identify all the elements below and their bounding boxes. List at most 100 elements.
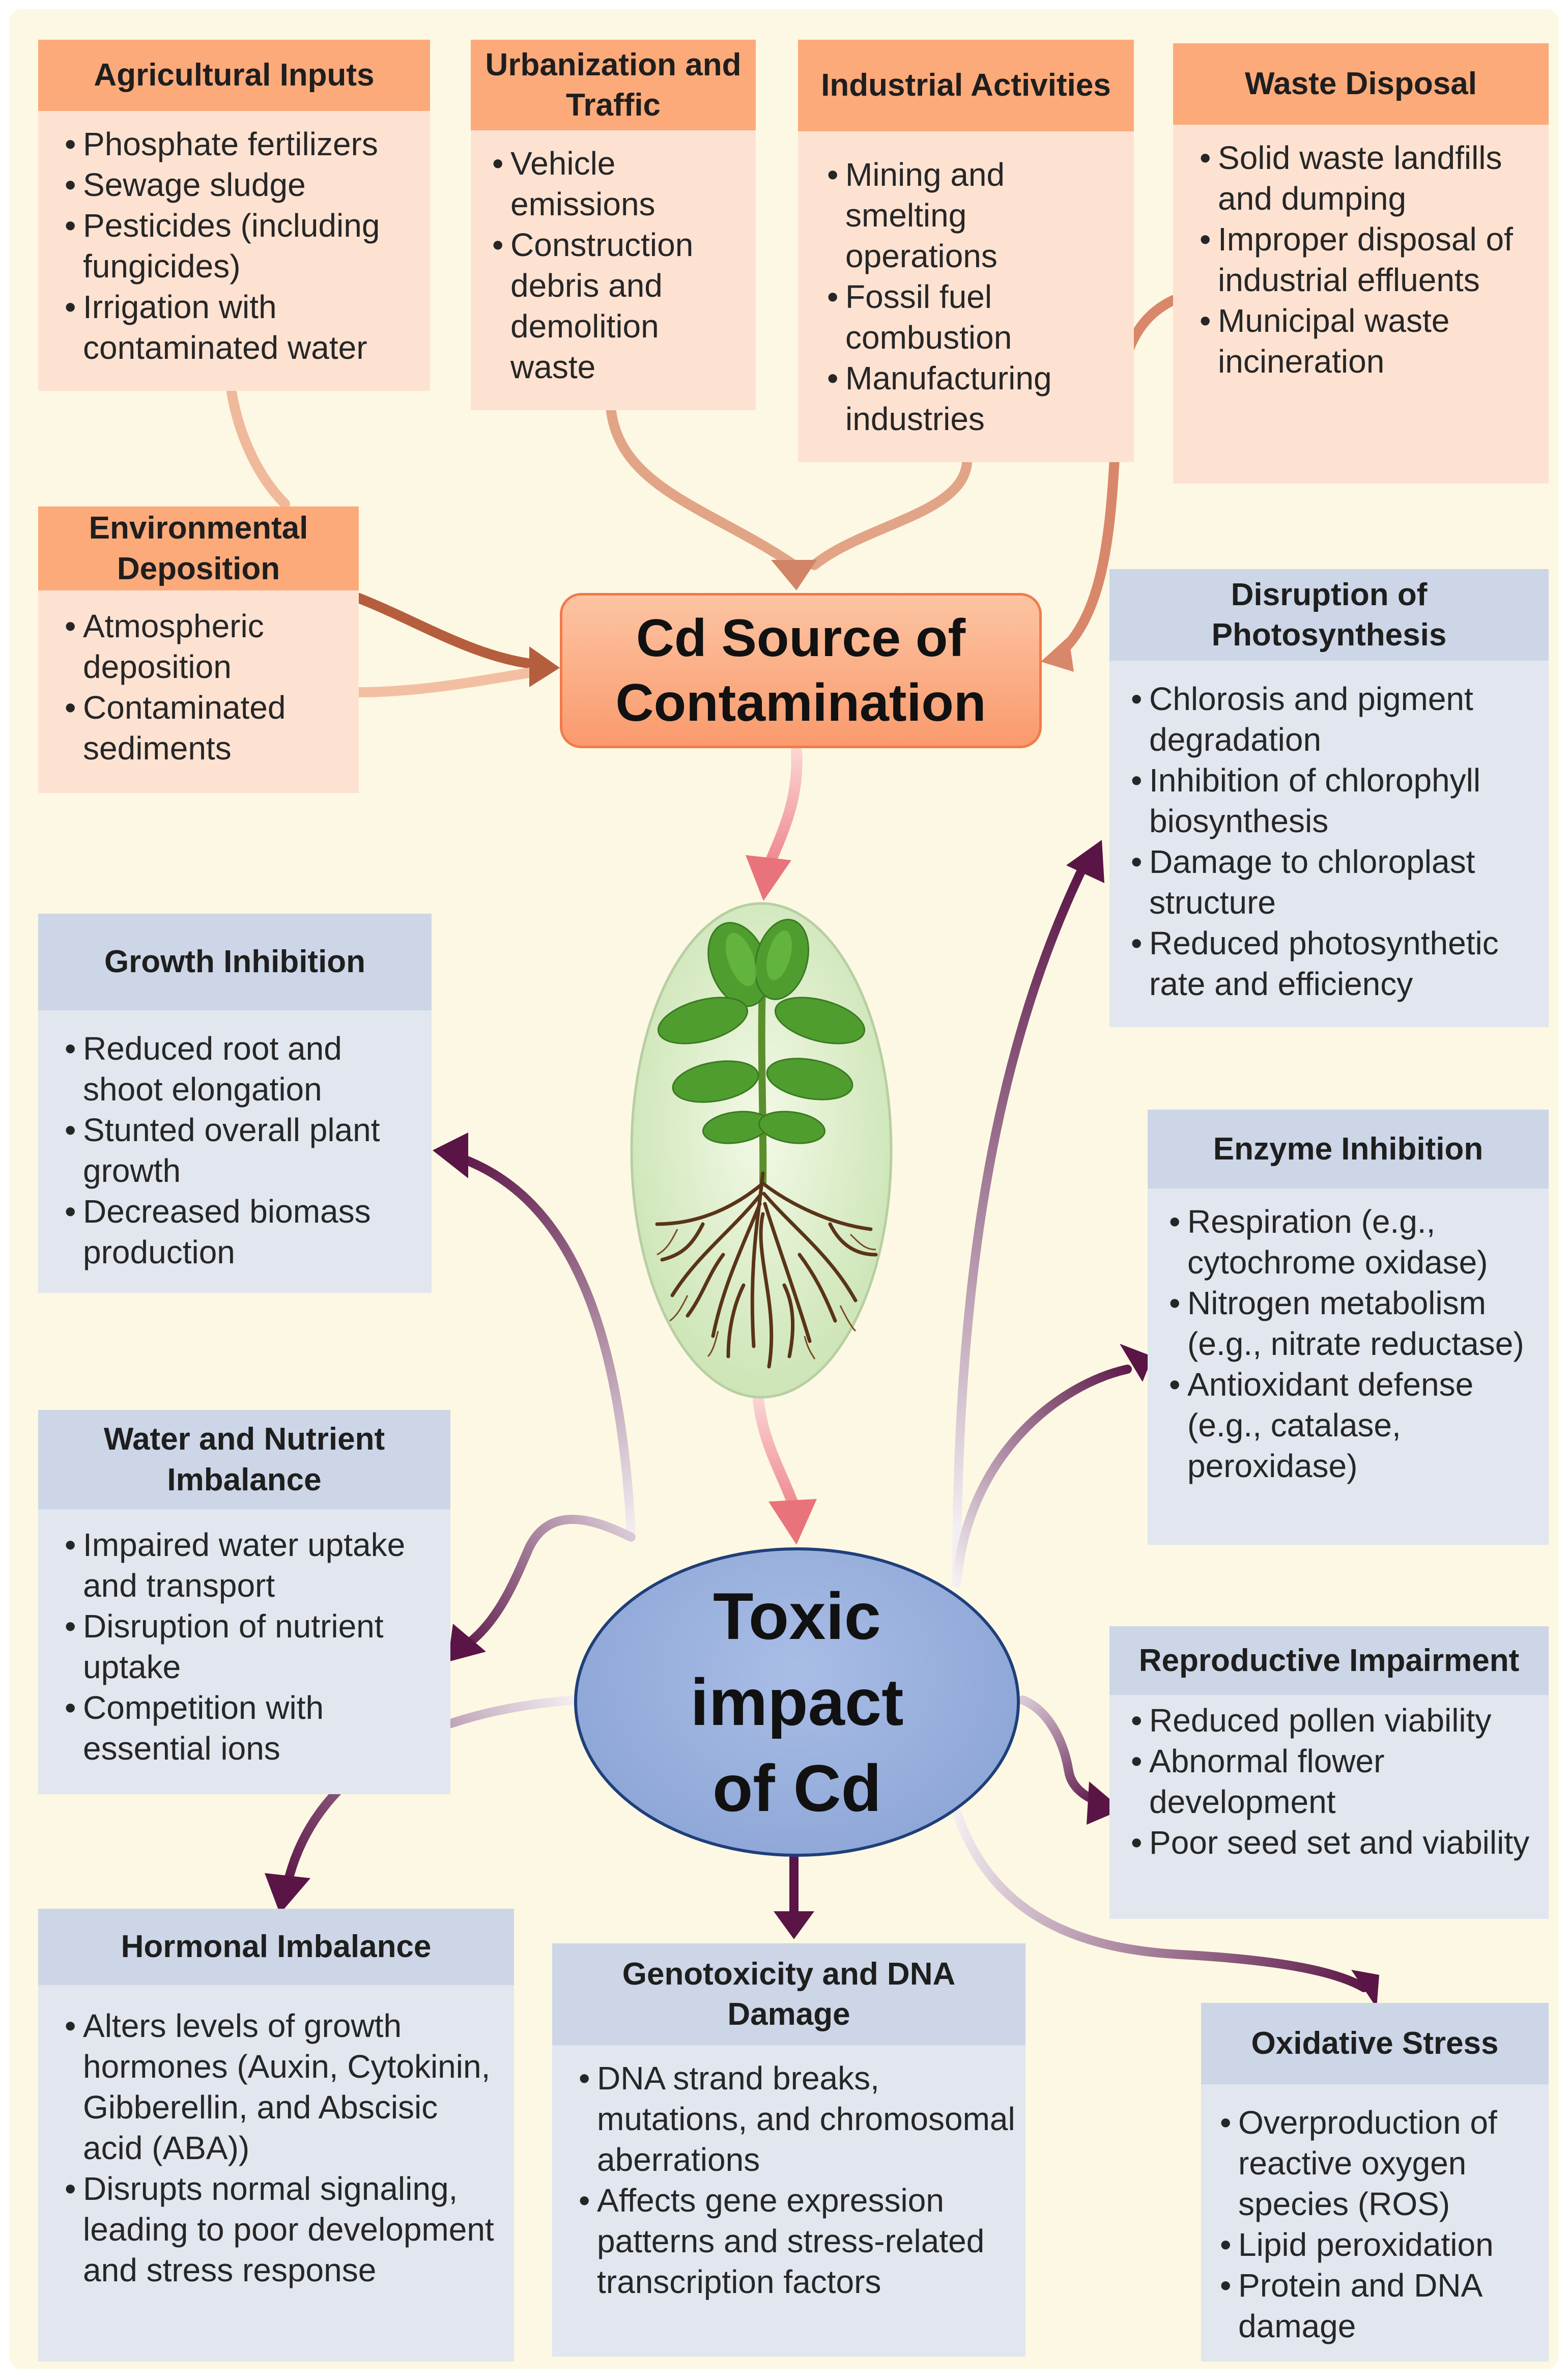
effect-box-water: Water and Nutrient Imbalance Impaired wa… bbox=[38, 1410, 450, 1794]
effect-list-oxidative: Overproduction of reactive oxygen specie… bbox=[1214, 2102, 1538, 2346]
list-item: Overproduction of reactive oxygen specie… bbox=[1214, 2102, 1538, 2224]
source-body-industrial: Mining and smelting operations Fossil fu… bbox=[798, 131, 1134, 462]
arrow-agricultural-to-source bbox=[226, 387, 290, 509]
effect-title-water: Water and Nutrient Imbalance bbox=[38, 1410, 450, 1509]
effect-box-reproductive: Reproductive Impairment Reduced pollen v… bbox=[1109, 1626, 1549, 1919]
effect-body-water: Impaired water uptake and transport Disr… bbox=[38, 1509, 450, 1794]
list-item: Chlorosis and pigment degradation bbox=[1125, 678, 1538, 760]
effect-box-growth: Growth Inhibition Reduced root and shoot… bbox=[38, 914, 432, 1293]
list-item: Municipal waste incineration bbox=[1193, 300, 1538, 382]
list-item: Reduced pollen viability bbox=[1125, 1700, 1538, 1741]
source-list-urbanization: Vehicle emissions Construction debris an… bbox=[486, 143, 746, 387]
effect-box-enzyme: Enzyme Inhibition Respiration (e.g., cyt… bbox=[1148, 1110, 1549, 1545]
list-item: Protein and DNA damage bbox=[1214, 2265, 1538, 2346]
effect-title-oxidative: Oxidative Stress bbox=[1201, 2003, 1549, 2084]
effect-body-hormonal: Alters levels of growth hormones (Auxin,… bbox=[38, 1985, 514, 2362]
effect-list-water: Impaired water uptake and transport Disr… bbox=[59, 1524, 440, 1769]
source-box-urbanization: Urbanization and Traffic Vehicle emissio… bbox=[471, 40, 756, 410]
source-list-waste: Solid waste landfills and dumping Improp… bbox=[1193, 137, 1538, 382]
cd-source-node: Cd Source of Contamination bbox=[560, 593, 1042, 748]
effect-title-reproductive: Reproductive Impairment bbox=[1109, 1626, 1549, 1695]
list-item: Alters levels of growth hormones (Auxin,… bbox=[59, 2005, 504, 2168]
arrow-environmental-to-source bbox=[354, 593, 539, 669]
toxic-impact-label: Toxic impact of Cd bbox=[690, 1578, 904, 1825]
effect-body-reproductive: Reduced pollen viability Abnormal flower… bbox=[1109, 1695, 1549, 1919]
arrow-toxic-to-reproductive bbox=[1018, 1695, 1104, 1806]
arrowhead-source-top bbox=[771, 560, 817, 590]
effect-title-photosynthesis: Disruption of Photosynthesis bbox=[1109, 569, 1549, 661]
effect-title-hormonal: Hormonal Imbalance bbox=[38, 1909, 514, 1985]
effect-list-growth: Reduced root and shoot elongation Stunte… bbox=[59, 1028, 421, 1272]
list-item: Manufacturing industries bbox=[821, 358, 1124, 439]
source-list-agricultural: Phosphate fertilizers Sewage sludge Pest… bbox=[59, 124, 420, 368]
list-item: Affects gene expression patterns and str… bbox=[573, 2180, 1015, 2302]
arrowhead-enzyme bbox=[1120, 1344, 1153, 1382]
list-item: Decreased biomass production bbox=[59, 1191, 421, 1272]
effect-body-photosynthesis: Chlorosis and pigment degradation Inhibi… bbox=[1109, 661, 1549, 1027]
arrowhead-growth bbox=[433, 1133, 468, 1178]
arrow-source-to-plant bbox=[765, 745, 803, 866]
list-item: Poor seed set and viability bbox=[1125, 1822, 1538, 1863]
list-item: Atmospheric deposition bbox=[59, 606, 349, 687]
list-item: Contaminated sediments bbox=[59, 687, 349, 769]
list-item: Antioxidant defense (e.g., catalase, per… bbox=[1163, 1364, 1538, 1486]
list-item: Reduced root and shoot elongation bbox=[59, 1028, 421, 1110]
plant-with-roots-icon bbox=[630, 902, 893, 1399]
effect-body-genotoxicity: DNA strand breaks, mutations, and chromo… bbox=[552, 2045, 1025, 2357]
effect-list-reproductive: Reduced pollen viability Abnormal flower… bbox=[1125, 1700, 1538, 1863]
arrow-toxic-to-enzyme bbox=[952, 1365, 1132, 1588]
source-box-environmental: Environmental Deposition Atmospheric dep… bbox=[38, 506, 359, 793]
arrow-toxic-to-water bbox=[466, 1515, 636, 1646]
source-title-urbanization: Urbanization and Traffic bbox=[471, 40, 756, 130]
source-box-agricultural: Agricultural Inputs Phosphate fertilizer… bbox=[38, 40, 430, 391]
source-title-industrial: Industrial Activities bbox=[798, 40, 1134, 131]
list-item: Reduced photosynthetic rate and efficien… bbox=[1125, 923, 1538, 1004]
list-item: Improper disposal of industrial effluent… bbox=[1193, 219, 1538, 300]
effect-title-growth: Growth Inhibition bbox=[38, 914, 432, 1010]
list-item: Pesticides (including fungicides) bbox=[59, 205, 420, 287]
source-box-waste: Waste Disposal Solid waste landfills and… bbox=[1173, 43, 1549, 484]
list-item: Mining and smelting operations bbox=[821, 154, 1124, 276]
arrowhead-reproductive bbox=[1087, 1781, 1122, 1825]
arrowhead-plant bbox=[746, 855, 791, 901]
toxic-impact-node: Toxic impact of Cd bbox=[574, 1547, 1020, 1857]
source-body-agricultural: Phosphate fertilizers Sewage sludge Pest… bbox=[38, 111, 430, 391]
arrowhead-toxic bbox=[768, 1499, 817, 1545]
effect-title-enzyme: Enzyme Inhibition bbox=[1148, 1110, 1549, 1188]
list-item: Impaired water uptake and transport bbox=[59, 1524, 440, 1606]
effect-title-genotoxicity: Genotoxicity and DNA Damage bbox=[552, 1943, 1025, 2045]
effect-list-photosynthesis: Chlorosis and pigment degradation Inhibi… bbox=[1125, 678, 1538, 1004]
effect-body-oxidative: Overproduction of reactive oxygen specie… bbox=[1201, 2084, 1549, 2362]
effect-box-genotoxicity: Genotoxicity and DNA Damage DNA strand b… bbox=[552, 1943, 1025, 2357]
source-body-environmental: Atmospheric deposition Contaminated sedi… bbox=[38, 590, 359, 793]
list-item: Lipid peroxidation bbox=[1214, 2224, 1538, 2265]
source-title-environmental: Environmental Deposition bbox=[38, 506, 359, 590]
list-item: Nitrogen metabolism (e.g., nitrate reduc… bbox=[1163, 1283, 1538, 1364]
list-item: Construction debris and demolition waste bbox=[486, 224, 746, 387]
source-title-waste: Waste Disposal bbox=[1173, 43, 1549, 125]
arrowhead-water bbox=[448, 1624, 486, 1662]
list-item: Abnormal flower development bbox=[1125, 1741, 1538, 1822]
arrowhead-source-right bbox=[1041, 636, 1074, 672]
source-title-agricultural: Agricultural Inputs bbox=[38, 40, 430, 111]
source-list-environmental: Atmospheric deposition Contaminated sedi… bbox=[59, 606, 349, 769]
arrow-toxic-to-growth bbox=[448, 1151, 636, 1537]
list-item: Stunted overall plant growth bbox=[59, 1110, 421, 1191]
arrow-environmental-lower bbox=[354, 667, 539, 697]
list-item: Sewage sludge bbox=[59, 164, 420, 205]
arrow-urbanization-to-source bbox=[606, 402, 799, 570]
arrow-toxic-to-photosynthesis bbox=[952, 861, 1089, 1582]
effect-body-enzyme: Respiration (e.g., cytochrome oxidase) N… bbox=[1148, 1188, 1549, 1545]
source-body-waste: Solid waste landfills and dumping Improp… bbox=[1173, 125, 1549, 484]
effect-body-growth: Reduced root and shoot elongation Stunte… bbox=[38, 1010, 432, 1293]
list-item: Disrupts normal signaling, leading to po… bbox=[59, 2168, 504, 2290]
list-item: Respiration (e.g., cytochrome oxidase) bbox=[1163, 1201, 1538, 1283]
effect-box-photosynthesis: Disruption of Photosynthesis Chlorosis a… bbox=[1109, 569, 1549, 1027]
list-item: Irrigation with contaminated water bbox=[59, 287, 420, 368]
list-item: Vehicle emissions bbox=[486, 143, 746, 224]
arrowhead-oxidative bbox=[1351, 1970, 1379, 2008]
arrow-industrial-to-source bbox=[809, 458, 972, 570]
list-item: Damage to chloroplast structure bbox=[1125, 841, 1538, 923]
arrowhead-source-left bbox=[529, 646, 560, 687]
